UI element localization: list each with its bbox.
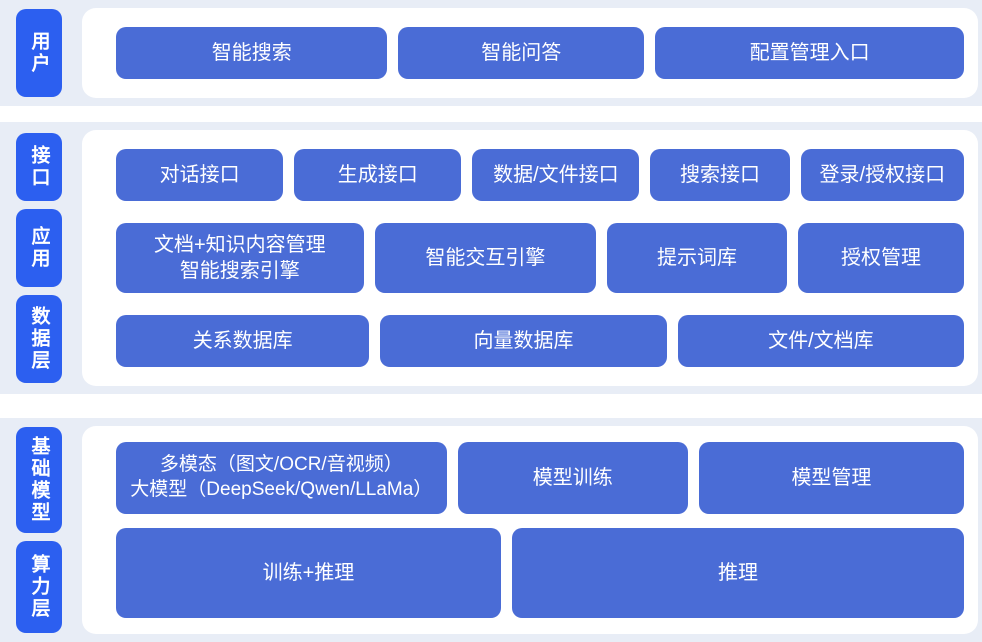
box-vector-db: 向量数据库 — [380, 315, 667, 367]
band-separator — [0, 106, 982, 122]
box-label: 智能搜索引擎 — [179, 260, 300, 282]
box-label: 配置管理入口 — [749, 42, 870, 64]
box-label: 模型训练 — [532, 467, 613, 489]
box-label: 提示词库 — [657, 247, 738, 269]
box-model-training: 模型训练 — [457, 442, 688, 514]
row-data-stores: 关系数据库 向量数据库 文件/文档库 — [116, 315, 965, 367]
layer-pill-data-layer: 数据层 — [16, 295, 62, 383]
box-login-auth-api: 登录/授权接口 — [800, 149, 964, 201]
box-training-inference: 训练+推理 — [116, 528, 501, 618]
box-model-management: 模型管理 — [698, 442, 965, 514]
box-config-entry: 配置管理入口 — [655, 27, 964, 79]
box-label: 数据/文件接口 — [493, 164, 619, 186]
box-file-doc-store: 文件/文档库 — [677, 315, 965, 367]
box-label: 大模型（DeepSeek/Qwen/LLaMa） — [130, 479, 433, 500]
box-label: 智能交互引擎 — [425, 247, 546, 269]
box-label: 推理 — [717, 562, 758, 584]
layer-pill-base-model: 基础模型 — [16, 427, 62, 533]
row-user-apps: 智能搜索 智能问答 配置管理入口 — [116, 27, 964, 79]
box-label: 生成接口 — [337, 164, 418, 186]
layer-pill-user: 用户 — [16, 9, 62, 97]
band-user: 用户 智能搜索 智能问答 配置管理入口 — [0, 0, 982, 106]
box-label: 文档+知识内容管理 — [153, 234, 326, 256]
box-smart-qa: 智能问答 — [398, 27, 645, 79]
box-search-api: 搜索接口 — [650, 149, 790, 201]
box-prompt-library: 提示词库 — [607, 223, 787, 293]
box-label: 对话接口 — [159, 164, 240, 186]
band-middle-labels: 接口 应用 数据层 — [0, 122, 78, 394]
box-dialog-api: 对话接口 — [116, 149, 284, 201]
band-bottom-labels: 基础模型 算力层 — [0, 418, 78, 642]
box-label: 搜索接口 — [680, 164, 761, 186]
band-bottom-panel: 多模态（图文/OCR/音视频） 大模型（DeepSeek/Qwen/LLaMa）… — [82, 426, 978, 634]
box-label: 训练+推理 — [262, 562, 355, 584]
box-interaction-engine: 智能交互引擎 — [374, 223, 597, 293]
row-models: 多模态（图文/OCR/音视频） 大模型（DeepSeek/Qwen/LLaMa）… — [116, 442, 965, 514]
band-user-panel: 智能搜索 智能问答 配置管理入口 — [82, 8, 978, 98]
box-label: 登录/授权接口 — [819, 164, 946, 186]
band-user-labels: 用户 — [0, 0, 78, 106]
box-doc-knowledge-search-engine: 文档+知识内容管理 智能搜索引擎 — [116, 223, 364, 293]
band-separator — [0, 394, 982, 418]
layer-pill-interface: 接口 — [16, 133, 62, 201]
layer-pill-application: 应用 — [16, 209, 62, 287]
box-label: 文件/文档库 — [768, 330, 874, 352]
layer-pill-compute-layer: 算力层 — [16, 541, 62, 633]
box-label: 向量数据库 — [473, 330, 574, 352]
row-applications: 文档+知识内容管理 智能搜索引擎 智能交互引擎 提示词库 授权管理 — [116, 223, 964, 293]
box-label: 授权管理 — [840, 247, 921, 269]
box-relational-db: 关系数据库 — [116, 315, 370, 367]
row-interfaces: 对话接口 生成接口 数据/文件接口 搜索接口 登录/授权接口 — [116, 149, 964, 201]
row-compute: 训练+推理 推理 — [116, 528, 964, 618]
box-label: 模型管理 — [791, 467, 872, 489]
box-smart-search: 智能搜索 — [116, 27, 388, 79]
box-inference: 推理 — [511, 528, 964, 618]
box-generation-api: 生成接口 — [294, 149, 462, 201]
band-middle: 接口 应用 数据层 对话接口 生成接口 数据/文件接口 搜索接口 登录/授权接口… — [0, 122, 982, 394]
box-auth-management: 授权管理 — [797, 223, 964, 293]
band-middle-panel: 对话接口 生成接口 数据/文件接口 搜索接口 登录/授权接口 文档+知识内容管理… — [82, 130, 978, 386]
box-data-file-api: 数据/文件接口 — [472, 149, 640, 201]
box-multimodal-llm: 多模态（图文/OCR/音视频） 大模型（DeepSeek/Qwen/LLaMa） — [116, 442, 447, 514]
box-label: 关系数据库 — [192, 330, 293, 352]
band-bottom: 基础模型 算力层 多模态（图文/OCR/音视频） 大模型（DeepSeek/Qw… — [0, 418, 982, 642]
box-label: 多模态（图文/OCR/音视频） — [159, 454, 403, 476]
box-label: 智能搜索 — [211, 42, 292, 64]
box-label: 智能问答 — [481, 42, 562, 64]
